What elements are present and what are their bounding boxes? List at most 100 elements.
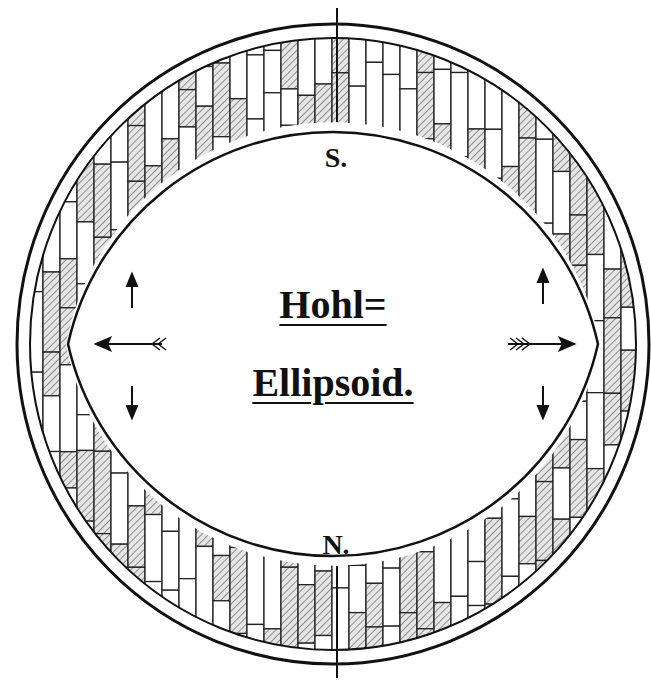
brick	[128, 299, 145, 373]
brick	[468, 8, 485, 59]
brick	[43, 616, 60, 675]
brick	[281, 526, 298, 567]
brick	[60, 39, 77, 121]
brick	[26, 0, 43, 46]
brick	[179, 330, 196, 374]
brick	[383, 665, 400, 682]
brick	[553, 603, 570, 671]
brick	[519, 59, 536, 138]
brick	[638, 82, 651, 153]
brick	[366, 627, 383, 682]
brick	[553, 74, 570, 110]
brick	[417, 73, 434, 139]
brick	[417, 320, 434, 392]
brick	[247, 281, 264, 363]
brick	[247, 243, 264, 281]
brick	[485, 305, 502, 373]
brick	[468, 402, 485, 486]
brick	[451, 201, 468, 262]
brick	[145, 286, 162, 372]
brick	[111, 282, 128, 331]
brick	[26, 597, 43, 678]
axis-line	[336, 8, 338, 122]
brick	[536, 642, 553, 682]
brick	[111, 83, 128, 162]
brick	[349, 18, 366, 86]
brick	[77, 415, 94, 451]
brick	[536, 434, 553, 482]
brick	[434, 124, 451, 171]
brick	[638, 438, 651, 491]
brick	[400, 89, 417, 141]
brick	[468, 345, 485, 402]
brick	[621, 73, 638, 154]
brick	[162, 531, 179, 590]
brick	[587, 597, 604, 633]
brick	[383, 448, 400, 501]
brick	[570, 66, 587, 130]
brick	[264, 443, 281, 481]
brick	[349, 230, 366, 273]
brick	[230, 275, 247, 333]
brick	[43, 3, 60, 78]
brick	[111, 9, 128, 83]
brick	[264, 147, 281, 209]
brick	[604, 574, 621, 610]
brick	[485, 129, 502, 178]
brick	[604, 207, 621, 269]
brick	[162, 291, 179, 353]
brick	[570, 215, 587, 265]
brick	[128, 651, 145, 682]
brick	[60, 566, 77, 616]
brick	[196, 253, 213, 333]
brick	[281, 89, 298, 125]
brick	[519, 359, 536, 446]
brick	[230, 168, 247, 209]
brick	[298, 95, 315, 153]
ellipsoid-cavity: Hohl= Ellipsoid.	[66, 122, 600, 566]
brick	[26, 471, 43, 519]
cavity-title: Hohl= Ellipsoid.	[218, 266, 448, 422]
brick	[162, 353, 179, 408]
brick	[298, 529, 315, 585]
brick	[77, 91, 94, 151]
brick	[26, 292, 43, 373]
brick	[196, 66, 213, 106]
brick	[315, 202, 332, 288]
brick	[536, 139, 553, 223]
brick	[230, 547, 247, 633]
brick	[230, 634, 247, 682]
brick	[213, 556, 230, 601]
outer-circle	[17, 24, 649, 664]
brick	[451, 437, 468, 525]
brick	[383, 501, 400, 568]
brick	[519, 516, 536, 563]
brick	[434, 603, 451, 677]
brick	[315, 20, 332, 84]
brick	[349, 478, 366, 566]
brick	[94, 15, 111, 81]
brick	[502, 499, 519, 576]
pole-label: S.	[325, 142, 348, 174]
brick	[145, 166, 162, 240]
brick	[128, 181, 145, 234]
brick	[604, 65, 621, 132]
brick	[621, 621, 638, 672]
brick	[485, 413, 502, 472]
brick	[298, 401, 315, 479]
brick	[60, 663, 77, 682]
brick	[332, 0, 349, 73]
brick	[383, 205, 400, 286]
brick	[621, 483, 638, 532]
brick	[553, 519, 570, 603]
brick	[145, 372, 162, 412]
brick	[502, 423, 519, 499]
brick	[247, 119, 264, 193]
brick	[570, 401, 587, 439]
brick	[298, 22, 315, 96]
brick	[111, 401, 128, 473]
brick	[247, 55, 264, 119]
brick	[60, 202, 77, 259]
brick	[213, 338, 230, 386]
brick	[77, 55, 94, 91]
